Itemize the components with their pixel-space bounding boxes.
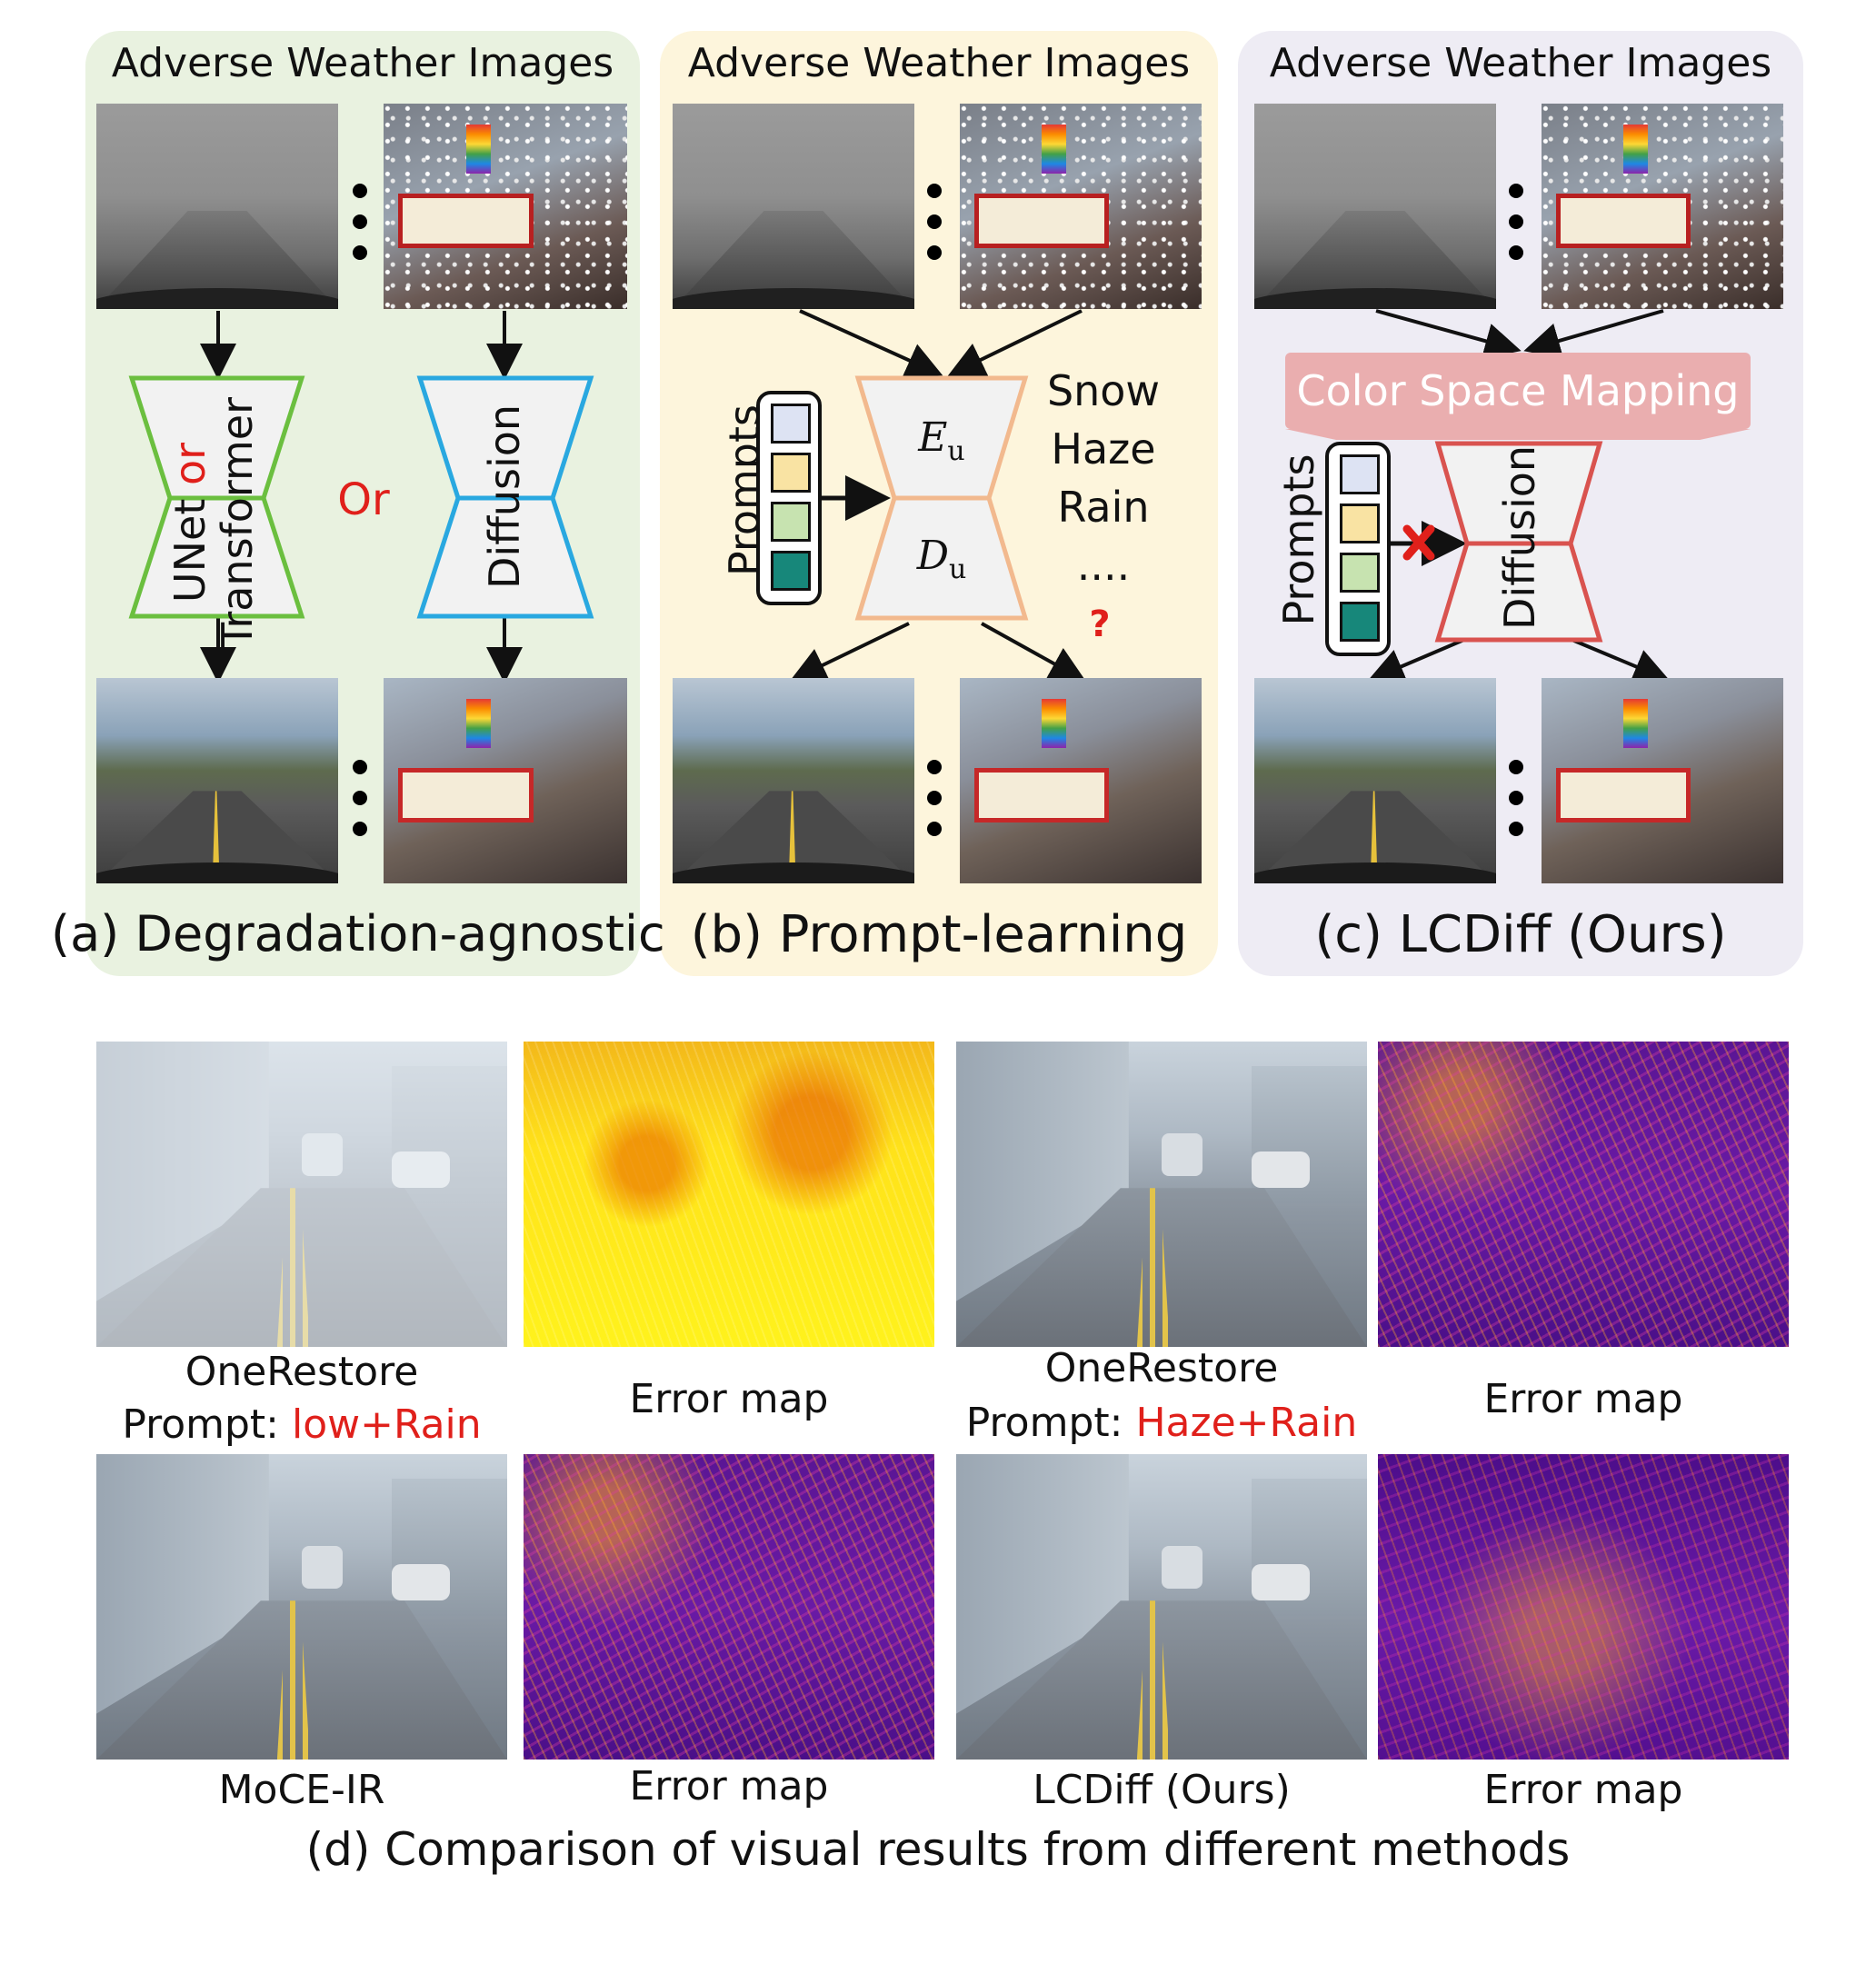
arrow-merge [1523, 309, 1664, 359]
prompt-stack [756, 391, 822, 605]
degradation-snow: Snow [1046, 366, 1161, 415]
restored-image-city [1542, 678, 1783, 883]
panel-c-title: Adverse Weather Images [1269, 40, 1772, 86]
degradation-haze: Haze [1051, 424, 1156, 474]
arrow-merge [1375, 309, 1522, 359]
label-error-map: Error map [629, 1376, 829, 1422]
ellipsis-dots [927, 760, 942, 852]
degradation-types: Snow Haze Rain .... [1042, 362, 1165, 594]
weather-image-haze [96, 104, 338, 309]
ellipsis-dots [927, 184, 942, 276]
arrow-split [1562, 634, 1671, 684]
prompt-token [771, 453, 811, 493]
error-map-lcdiff [1378, 1454, 1789, 1760]
error-map-moce-ir [524, 1454, 934, 1760]
blocked-cross-icon [1402, 524, 1435, 561]
result-onerestore-haze-rain [956, 1042, 1367, 1347]
panel-b-title: Adverse Weather Images [687, 40, 1191, 86]
ellipsis-dots [353, 184, 367, 276]
weather-image-haze [673, 104, 914, 309]
encoder-label: Eu [918, 414, 965, 467]
result-moce-ir [96, 1454, 507, 1760]
architecture-diagram [128, 309, 1751, 684]
label-error-map: Error map [1483, 1376, 1683, 1422]
restored-image-street [673, 678, 914, 883]
caption-b: (b) Prompt-learning [690, 905, 1188, 964]
ellipsis-dots [353, 760, 367, 852]
prompt-token [1340, 454, 1380, 494]
weather-image-haze [1254, 104, 1496, 309]
label-error-map: Error map [1483, 1767, 1683, 1813]
prompt-token [1340, 503, 1380, 543]
degradation-rain: Rain [1057, 483, 1150, 532]
weather-image-snow [960, 104, 1202, 309]
prompt-stack [1325, 442, 1391, 656]
label-onerestore: OneRestore [1044, 1345, 1279, 1391]
color-space-mapping-block: Color Space Mapping [1285, 353, 1751, 429]
arrow-merge [947, 309, 1083, 377]
arrow-split [981, 622, 1086, 682]
caption-d: (d) Comparison of visual results from di… [305, 1823, 1571, 1876]
caption-c: (c) LCDiff (Ours) [1314, 905, 1727, 964]
prompts-label: Prompts [1274, 454, 1323, 626]
restored-image-city [384, 678, 627, 883]
mapping-funnel [1285, 429, 1751, 440]
prompt-token [1340, 602, 1380, 642]
restored-image-street [1254, 678, 1496, 883]
restored-image-street [96, 678, 338, 883]
arrow-merge [799, 309, 943, 378]
label-error-map: Error map [629, 1763, 829, 1810]
panel-a-title: Adverse Weather Images [111, 40, 614, 86]
or-label: Or [337, 474, 390, 525]
degradation-more: .... [1076, 541, 1131, 590]
label-prompt-low-rain: Prompt: low+Rain [122, 1401, 482, 1448]
prompt-token [771, 404, 811, 444]
arrow-split [789, 622, 910, 683]
decoder-label: Du [916, 533, 967, 585]
error-map-onerestore-low-rain [524, 1042, 934, 1347]
result-onerestore-low-rain [96, 1042, 507, 1347]
label-moce-ir: MoCE-IR [218, 1767, 385, 1813]
caption-a: (a) Degradation-agnostic [51, 905, 665, 962]
label-prompt-haze-rain: Prompt: Haze+Rain [965, 1400, 1358, 1446]
prompt-token [771, 502, 811, 542]
label-onerestore: OneRestore [185, 1349, 419, 1395]
diffusion-label: Diffusion [480, 404, 529, 589]
ellipsis-dots [1509, 184, 1523, 276]
result-lcdiff [956, 1454, 1367, 1760]
label-lcdiff: LCDiff (Ours) [1033, 1767, 1291, 1813]
prompt-token [771, 551, 811, 591]
prompt-token [1340, 553, 1380, 593]
error-map-onerestore-haze-rain [1378, 1042, 1789, 1347]
ellipsis-dots [1509, 760, 1523, 852]
unknown-degradation-mark: ? [1089, 603, 1111, 645]
weather-image-snow [1542, 104, 1783, 309]
weather-image-snow [384, 104, 627, 309]
restored-image-city [960, 678, 1202, 883]
arrow-split [1367, 634, 1473, 683]
diffusion-label: Diffusion [1495, 444, 1544, 630]
